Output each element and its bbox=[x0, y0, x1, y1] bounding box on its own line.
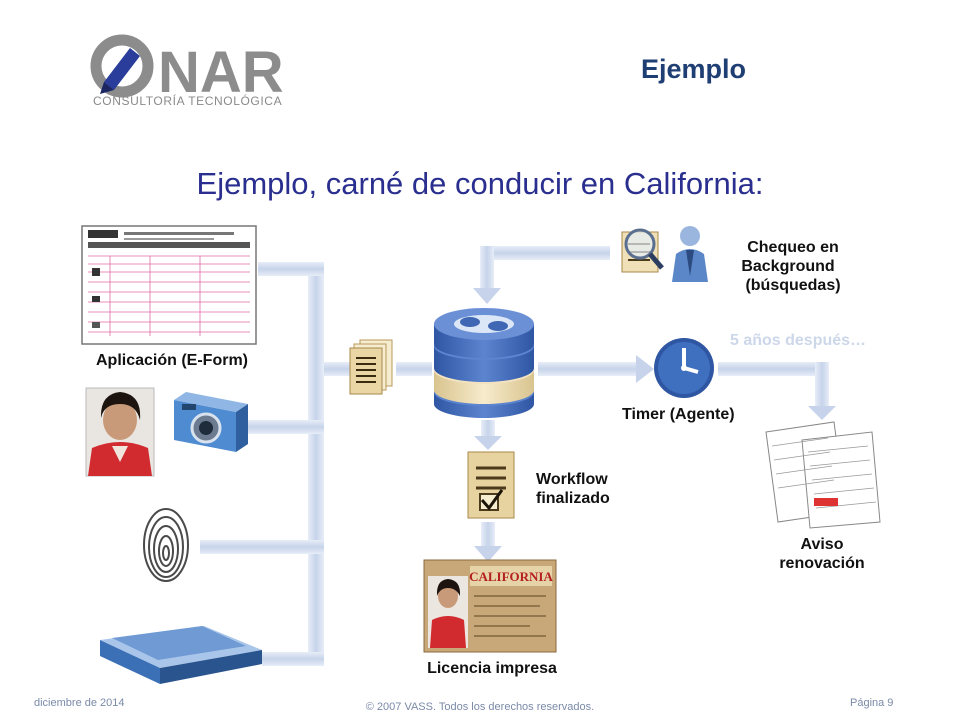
license-card-image: CALIFORNIA bbox=[423, 559, 557, 653]
collector-pipe bbox=[308, 268, 324, 666]
pipe-db-down bbox=[481, 420, 495, 440]
pipe-timer-right bbox=[718, 362, 822, 376]
printed-license-label: Licencia impresa bbox=[427, 660, 557, 677]
pipe-to-document bbox=[324, 362, 352, 376]
workflow-line1: Workflow bbox=[536, 471, 608, 488]
arrow-to-notice bbox=[808, 406, 836, 420]
background-check-label: Chequeo en Background (búsquedas) bbox=[728, 238, 858, 295]
arrow-to-timer bbox=[636, 355, 654, 383]
camera-icon bbox=[174, 392, 248, 452]
footer-page-number: Página 9 bbox=[850, 697, 894, 709]
renewal-notice-image bbox=[765, 421, 881, 529]
pipe-workflow-down bbox=[481, 522, 495, 548]
pipe-check-horizontal bbox=[480, 246, 610, 260]
workflow-finished-label: Workflow finalizado bbox=[536, 470, 610, 508]
scanner-icon bbox=[100, 626, 262, 684]
pipe-from-form bbox=[258, 262, 324, 276]
background-search-icon bbox=[621, 226, 708, 282]
slide-title: Ejemplo bbox=[640, 54, 746, 84]
five-years-later-label: 5 años después… bbox=[730, 332, 867, 349]
pipe-to-database bbox=[396, 362, 432, 376]
license-card-heading: CALIFORNIA bbox=[469, 569, 553, 584]
onar-logo: NAR bbox=[90, 34, 284, 105]
footer-copyright: © 2007 VASS. Todos los derechos reservad… bbox=[365, 701, 595, 713]
pipe-from-scanner bbox=[262, 652, 324, 666]
document-stack-icon bbox=[349, 339, 393, 395]
fingerprint-icon bbox=[143, 508, 189, 582]
background-check-line1: Chequeo en bbox=[747, 239, 839, 256]
applicant-photo bbox=[85, 387, 155, 477]
timer-label: Timer (Agente) bbox=[622, 406, 735, 423]
footer-date: diciembre de 2014 bbox=[34, 697, 125, 709]
pipe-from-fingerprint bbox=[200, 540, 324, 554]
arrow-to-license bbox=[474, 546, 502, 562]
renewal-line2: renovación bbox=[779, 555, 865, 572]
pipe-check-vertical bbox=[480, 246, 494, 290]
background-check-line2: Background bbox=[741, 258, 835, 275]
arrow-to-workflow bbox=[474, 436, 502, 450]
workflow-finished-icon bbox=[467, 451, 515, 519]
logo-subtitle: CONSULTORÍA TECNOLÓGICA bbox=[93, 94, 283, 108]
application-label: Aplicación (E-Form) bbox=[95, 352, 248, 369]
workflow-line2: finalizado bbox=[536, 490, 610, 507]
arrow-to-database bbox=[473, 288, 501, 304]
headline: Ejemplo, carné de conducir en California… bbox=[196, 166, 764, 201]
database-icon bbox=[434, 308, 534, 418]
clock-icon bbox=[654, 338, 714, 398]
background-check-line3: (búsquedas) bbox=[745, 277, 841, 294]
logo-text: NAR bbox=[158, 40, 284, 105]
renewal-notice-label: Aviso renovación bbox=[762, 535, 882, 573]
application-form-image bbox=[81, 225, 257, 345]
renewal-line1: Aviso bbox=[800, 536, 844, 553]
pipe-timer-down bbox=[815, 362, 829, 410]
pipe-from-camera bbox=[240, 420, 324, 434]
pipe-to-timer bbox=[538, 362, 638, 376]
